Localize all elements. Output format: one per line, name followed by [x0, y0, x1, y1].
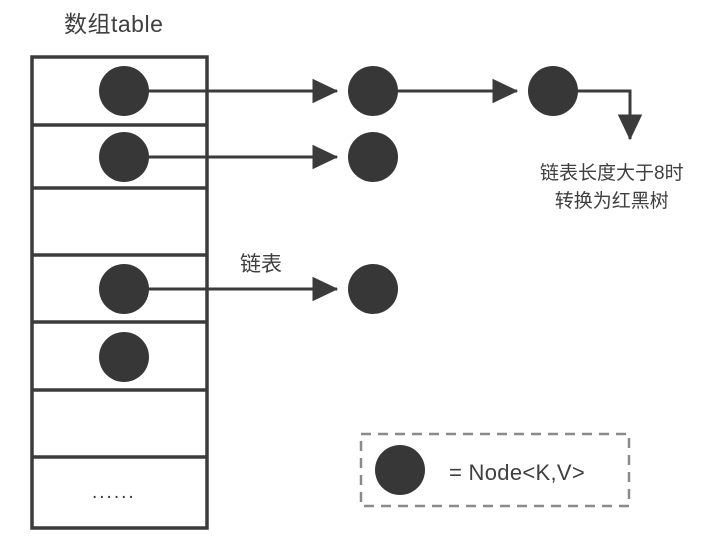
treeify-elbow-arrow: [553, 89, 643, 141]
bucket-chain-row-1: [99, 132, 398, 182]
bucket-node: [99, 132, 149, 182]
chain-node: [528, 66, 578, 116]
legend-node-icon: [375, 445, 425, 495]
bucket-node: [99, 264, 149, 314]
treeify-note: 链表长度大于8时 转换为红黑树: [540, 160, 684, 215]
chain-node: [348, 132, 398, 182]
treeify-note-line-2: 转换为红黑树: [554, 190, 669, 212]
chain-node: [348, 66, 398, 116]
table-ellipsis-cell: ......: [92, 482, 136, 503]
bucket-chain-row-3: [99, 264, 398, 314]
treeify-note-line-1: 链表长度大于8时: [540, 163, 684, 184]
legend-label: = Node<K,V>: [449, 460, 586, 485]
bucket-chain-row-0: [99, 66, 643, 141]
bucket-node: [99, 66, 149, 116]
table-row-dividers: [32, 123, 207, 459]
page-title: 数组table: [64, 11, 164, 37]
bucket-node: [99, 332, 149, 382]
linked-list-label: 链表: [240, 253, 282, 276]
chain-node: [348, 264, 398, 314]
